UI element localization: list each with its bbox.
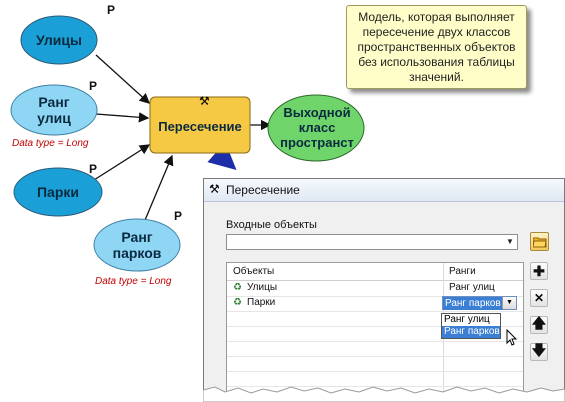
feature-name: Парки bbox=[247, 297, 276, 308]
park-rank-node[interactable]: Ранг парков bbox=[94, 228, 180, 262]
data-type-note: Data type = Long bbox=[12, 138, 89, 149]
street-rank-label: Ранг улиц bbox=[37, 94, 71, 126]
rank-cell[interactable]: Ранг улиц bbox=[449, 282, 495, 293]
arrow-up-icon: 🡅 bbox=[531, 315, 547, 331]
rank-dropdown[interactable]: Ранг парков ▼ bbox=[442, 296, 517, 310]
street-rank-node[interactable]: Ранг улиц bbox=[11, 93, 97, 127]
mouse-cursor-icon bbox=[506, 329, 518, 346]
column-header-features: Объекты bbox=[233, 266, 275, 277]
output-node-shape bbox=[267, 94, 365, 162]
parks-label: Парки bbox=[36, 184, 79, 200]
intersect-node-shape bbox=[149, 96, 251, 154]
table-header: Объекты Ранги bbox=[227, 263, 523, 281]
intersect-node[interactable]: Пересечение bbox=[150, 117, 250, 137]
intersect-dialog: ⚒ Пересечение Входные объекты ▼ Объекты … bbox=[203, 178, 565, 402]
x-icon: ✕ bbox=[533, 291, 545, 305]
column-header-ranks: Ранги bbox=[449, 266, 476, 277]
table-row-empty bbox=[227, 311, 523, 327]
param-flag: P bbox=[107, 3, 116, 17]
feature-cell: ♻ Парки bbox=[233, 297, 275, 308]
callout-note-text: Модель, которая выполняет пересечение дв… bbox=[357, 10, 516, 84]
move-up-button[interactable]: 🡅 bbox=[530, 315, 548, 334]
chevron-down-icon[interactable]: ▼ bbox=[506, 237, 514, 246]
connector-streets bbox=[95, 54, 150, 104]
table-row[interactable]: ♻ Улицы Ранг улиц bbox=[227, 281, 523, 297]
input-features-combo[interactable]: ▼ bbox=[226, 234, 518, 250]
recycle-icon: ♻ bbox=[233, 282, 242, 293]
feature-cell: ♻ Улицы bbox=[233, 282, 277, 293]
connector-parks bbox=[93, 144, 151, 181]
rank-dropdown-value: Ранг парков bbox=[443, 297, 503, 310]
output-label: Выходной класс пространст bbox=[280, 104, 354, 150]
callout-note: Модель, которая выполняет пересечение дв… bbox=[346, 5, 527, 89]
park-rank-label: Ранг парков bbox=[112, 229, 162, 261]
table-row-empty bbox=[227, 326, 523, 342]
hammer-icon: ⚒ bbox=[209, 182, 220, 196]
arrow-down-icon: 🡇 bbox=[531, 342, 547, 358]
street-rank-node-shape bbox=[10, 84, 98, 136]
connector-street-rank bbox=[95, 112, 150, 123]
param-flag: P bbox=[89, 162, 98, 176]
dialog-titlebar[interactable]: ⚒ Пересечение bbox=[204, 179, 564, 202]
recycle-icon: ♻ bbox=[233, 297, 242, 308]
dropdown-option-selected[interactable]: Ранг парков bbox=[442, 326, 500, 338]
param-flag: P bbox=[89, 79, 98, 93]
input-features-label: Входные объекты bbox=[226, 219, 317, 231]
parks-node-shape bbox=[13, 167, 103, 217]
move-down-button[interactable]: 🡇 bbox=[530, 342, 548, 361]
torn-edge bbox=[203, 386, 565, 402]
table-row[interactable]: ♻ Парки bbox=[227, 296, 523, 312]
rank-dropdown-list[interactable]: Ранг улиц Ранг парков bbox=[441, 313, 501, 339]
data-type-note: Data type = Long bbox=[95, 276, 172, 287]
table-row-empty bbox=[227, 371, 523, 387]
folder-icon[interactable] bbox=[530, 232, 549, 251]
table-row-empty bbox=[227, 341, 523, 357]
park-rank-node-shape bbox=[93, 218, 181, 272]
remove-button[interactable]: ✕ bbox=[530, 289, 548, 307]
hammer-icon: ⚒ bbox=[199, 94, 210, 108]
output-node[interactable]: Выходной класс пространст bbox=[270, 100, 364, 154]
streets-label: Улицы bbox=[36, 32, 82, 48]
parks-node[interactable]: Парки bbox=[14, 180, 102, 204]
intersect-label: Пересечение bbox=[158, 119, 242, 134]
add-button[interactable]: ✚ bbox=[530, 262, 548, 280]
plus-icon: ✚ bbox=[533, 262, 545, 279]
streets-node[interactable]: Улицы bbox=[21, 28, 97, 52]
table-row-empty bbox=[227, 356, 523, 372]
feature-name: Улицы bbox=[247, 282, 278, 293]
streets-node-shape bbox=[20, 15, 98, 65]
dialog-title: Пересечение bbox=[226, 183, 300, 197]
param-flag: P bbox=[174, 209, 183, 223]
chevron-down-icon[interactable]: ▼ bbox=[502, 297, 516, 309]
dropdown-option[interactable]: Ранг улиц bbox=[444, 314, 490, 325]
